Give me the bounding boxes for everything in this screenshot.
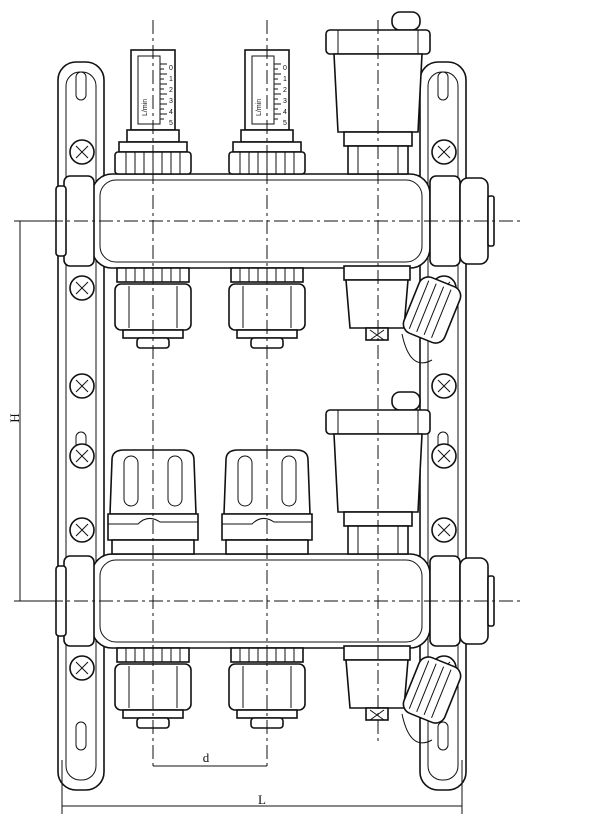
flowmeter-scale-label: 4 <box>283 109 287 116</box>
flowmeter-unit-label: L/min <box>142 99 149 116</box>
flowmeter-scale-label: 2 <box>283 87 287 94</box>
flowmeter-scale-label: 0 <box>283 65 287 72</box>
flowmeter-scale-label: 1 <box>283 76 287 83</box>
screw-icon <box>69 517 95 543</box>
center-lines <box>24 20 520 770</box>
flowmeter-scale-label: 3 <box>283 98 287 105</box>
flowmeter-scale-label: 4 <box>169 109 173 116</box>
screw-icon <box>69 275 95 301</box>
flowmeter-scale-label: 1 <box>169 76 173 83</box>
screw-icon <box>69 655 95 681</box>
flowmeters: 0 1 2 3 4 5 L/min 0 1 2 3 4 5 L/min <box>114 49 306 175</box>
screw-icon <box>431 443 457 469</box>
screw-icon <box>69 443 95 469</box>
screw-icon <box>431 373 457 399</box>
height-dimension-label: H <box>7 413 22 422</box>
flowmeter-scale-label: 3 <box>169 98 173 105</box>
screw-icon <box>69 373 95 399</box>
dimension-spacing: d <box>153 750 267 767</box>
flowmeter-scale-label: 0 <box>169 65 173 72</box>
flowmeter-scale-label: 5 <box>283 120 287 127</box>
screw-icon <box>431 139 457 165</box>
spacing-dimension-label: d <box>203 750 210 765</box>
left-bracket <box>57 61 105 791</box>
flowmeter-unit-label: L/min <box>256 99 263 116</box>
screw-icon <box>431 517 457 543</box>
flowmeter-scale-label: 5 <box>169 120 173 127</box>
flowmeter-scale-label: 2 <box>169 87 173 94</box>
dimension-length: L <box>61 760 463 814</box>
drain-valve-bottom <box>343 645 462 744</box>
length-dimension-label: L <box>258 792 266 807</box>
dimension-height: H <box>7 220 60 602</box>
drain-valve-top <box>343 265 462 364</box>
screw-icon <box>69 139 95 165</box>
